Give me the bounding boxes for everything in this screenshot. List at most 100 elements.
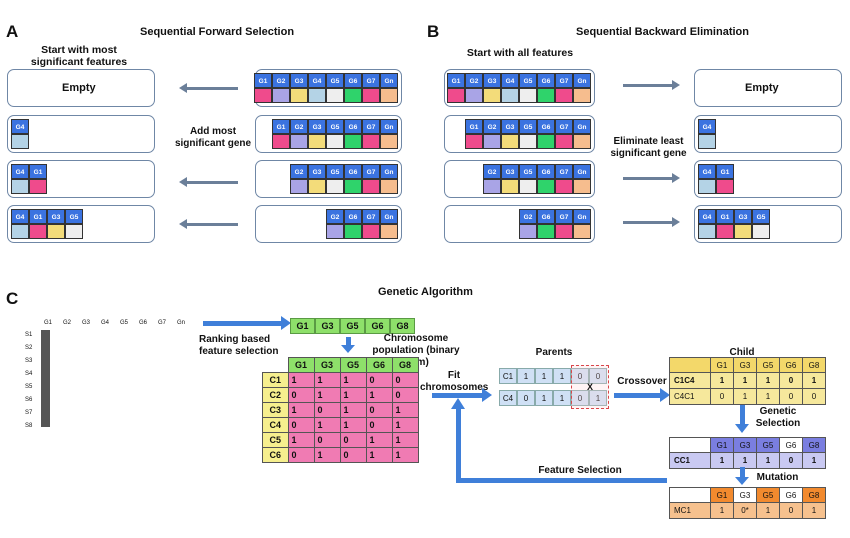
gene-color-g2 bbox=[483, 134, 501, 149]
gene-color-g5 bbox=[65, 224, 83, 239]
matrix-cell bbox=[48, 366, 50, 379]
table-header: G3 bbox=[733, 357, 757, 373]
population-bit: 1 bbox=[365, 447, 393, 463]
gene-header-gn: Gn bbox=[380, 164, 398, 179]
matrix-cell bbox=[48, 342, 50, 355]
table-header: G3 bbox=[733, 487, 757, 503]
gene-color-g6 bbox=[537, 88, 555, 103]
gene-color-g5 bbox=[326, 88, 344, 103]
gene-color-g2 bbox=[519, 224, 537, 239]
table-corner bbox=[669, 357, 711, 373]
table-header: G1 bbox=[710, 487, 734, 503]
gene-color-g4 bbox=[11, 134, 29, 149]
matrix-col-label: G2 bbox=[63, 320, 72, 326]
gene-header-g5: G5 bbox=[326, 73, 344, 88]
crossover-arrow-head bbox=[660, 388, 670, 402]
population-bit: 0 bbox=[339, 447, 367, 463]
gene-color-g5 bbox=[519, 179, 537, 194]
gene-color-g7 bbox=[362, 179, 380, 194]
population-row-id: C1 bbox=[262, 372, 289, 388]
population-bit: 0 bbox=[313, 432, 341, 448]
gene-color-g7 bbox=[555, 179, 573, 194]
table-bit: 0 bbox=[779, 502, 803, 519]
gene-header-g3: G3 bbox=[308, 119, 326, 134]
sbe-arrow-1 bbox=[623, 173, 680, 183]
gene-header-g7: G7 bbox=[555, 164, 573, 179]
table-bit: 1 bbox=[756, 502, 780, 519]
population-bit: 1 bbox=[339, 417, 367, 433]
population-row-id: C3 bbox=[262, 402, 289, 418]
population-bit: 1 bbox=[365, 432, 393, 448]
population-bit: 1 bbox=[287, 432, 315, 448]
gene-color-g7 bbox=[555, 134, 573, 149]
gene-color-g1 bbox=[447, 88, 465, 103]
gene-color-g4 bbox=[698, 179, 716, 194]
gene-header-g3: G3 bbox=[483, 73, 501, 88]
gene-header-g3: G3 bbox=[501, 164, 519, 179]
population-bit: 1 bbox=[391, 432, 419, 448]
crossover-region bbox=[571, 365, 609, 409]
matrix-cell bbox=[48, 390, 50, 403]
gene-color-g3 bbox=[308, 134, 326, 149]
sfs-step-label: Add most significant gene bbox=[174, 126, 252, 149]
feedback-arrow-head bbox=[451, 398, 465, 409]
table-header: G8 bbox=[802, 437, 826, 453]
gene-color-g1 bbox=[29, 224, 47, 239]
selected-gene-g8: G8 bbox=[390, 318, 415, 334]
gene-color-g7 bbox=[555, 224, 573, 239]
gene-header-gn: Gn bbox=[573, 73, 591, 88]
gene-header-gn: Gn bbox=[380, 119, 398, 134]
gene-header-g7: G7 bbox=[362, 209, 380, 224]
panel-b-letter: B bbox=[427, 22, 440, 41]
matrix-col-label: G3 bbox=[82, 320, 91, 326]
gene-color-g5 bbox=[752, 224, 770, 239]
population-bit: 0 bbox=[313, 402, 341, 418]
table-bit: 1 bbox=[733, 452, 757, 469]
gene-header-g5: G5 bbox=[326, 164, 344, 179]
table-header: G5 bbox=[756, 357, 780, 373]
table-bit: 0 bbox=[710, 388, 734, 405]
matrix-cell bbox=[48, 414, 50, 427]
sbe-arrow-2 bbox=[623, 217, 680, 227]
gene-header-g5: G5 bbox=[326, 119, 344, 134]
population-corner bbox=[263, 358, 289, 373]
population-bit: 1 bbox=[391, 447, 419, 463]
matrix-row-label: S1 bbox=[25, 332, 33, 338]
panel-a-letter: A bbox=[6, 22, 19, 41]
gene-header-g2: G2 bbox=[465, 73, 483, 88]
genetic-selection-label: Genetic Selection bbox=[755, 406, 801, 429]
population-down-arrow bbox=[346, 337, 351, 346]
table-header: G6 bbox=[779, 487, 803, 503]
crossover-arrow bbox=[614, 393, 660, 398]
parent-bit: 1 bbox=[517, 368, 535, 384]
gene-header-g2: G2 bbox=[483, 164, 501, 179]
parent-bit: 1 bbox=[535, 368, 553, 384]
sfs-arrow-2 bbox=[179, 219, 238, 229]
parent-id: C4 bbox=[499, 390, 517, 406]
gene-header-g3: G3 bbox=[501, 119, 519, 134]
matrix-row-label: S6 bbox=[25, 397, 33, 403]
sbe-arrow-0 bbox=[623, 80, 680, 90]
gene-header-g5: G5 bbox=[519, 73, 537, 88]
gene-color-g1 bbox=[29, 179, 47, 194]
gene-header-g6: G6 bbox=[537, 119, 555, 134]
gene-header-g1: G1 bbox=[254, 73, 272, 88]
gene-color-g6 bbox=[344, 179, 362, 194]
crossover-label: Crossover bbox=[617, 376, 667, 387]
matrix-row-label: S7 bbox=[25, 410, 33, 416]
matrix-row-label: S4 bbox=[25, 371, 33, 377]
gene-header-g6: G6 bbox=[344, 119, 362, 134]
gene-header-g1: G1 bbox=[716, 209, 734, 224]
gene-header-g3: G3 bbox=[290, 73, 308, 88]
gene-color-g5 bbox=[326, 134, 344, 149]
matrix-row-label: S5 bbox=[25, 384, 33, 390]
gene-header-g3: G3 bbox=[47, 209, 65, 224]
parent-bit: 0 bbox=[589, 368, 607, 384]
gene-color-g4 bbox=[698, 134, 716, 149]
population-bit: 1 bbox=[313, 387, 341, 403]
population-row-id: C4 bbox=[262, 417, 289, 433]
gene-header-gn: Gn bbox=[573, 164, 591, 179]
gene-header-g4: G4 bbox=[698, 164, 716, 179]
gene-color-g2 bbox=[290, 134, 308, 149]
population-bit: 1 bbox=[365, 387, 393, 403]
